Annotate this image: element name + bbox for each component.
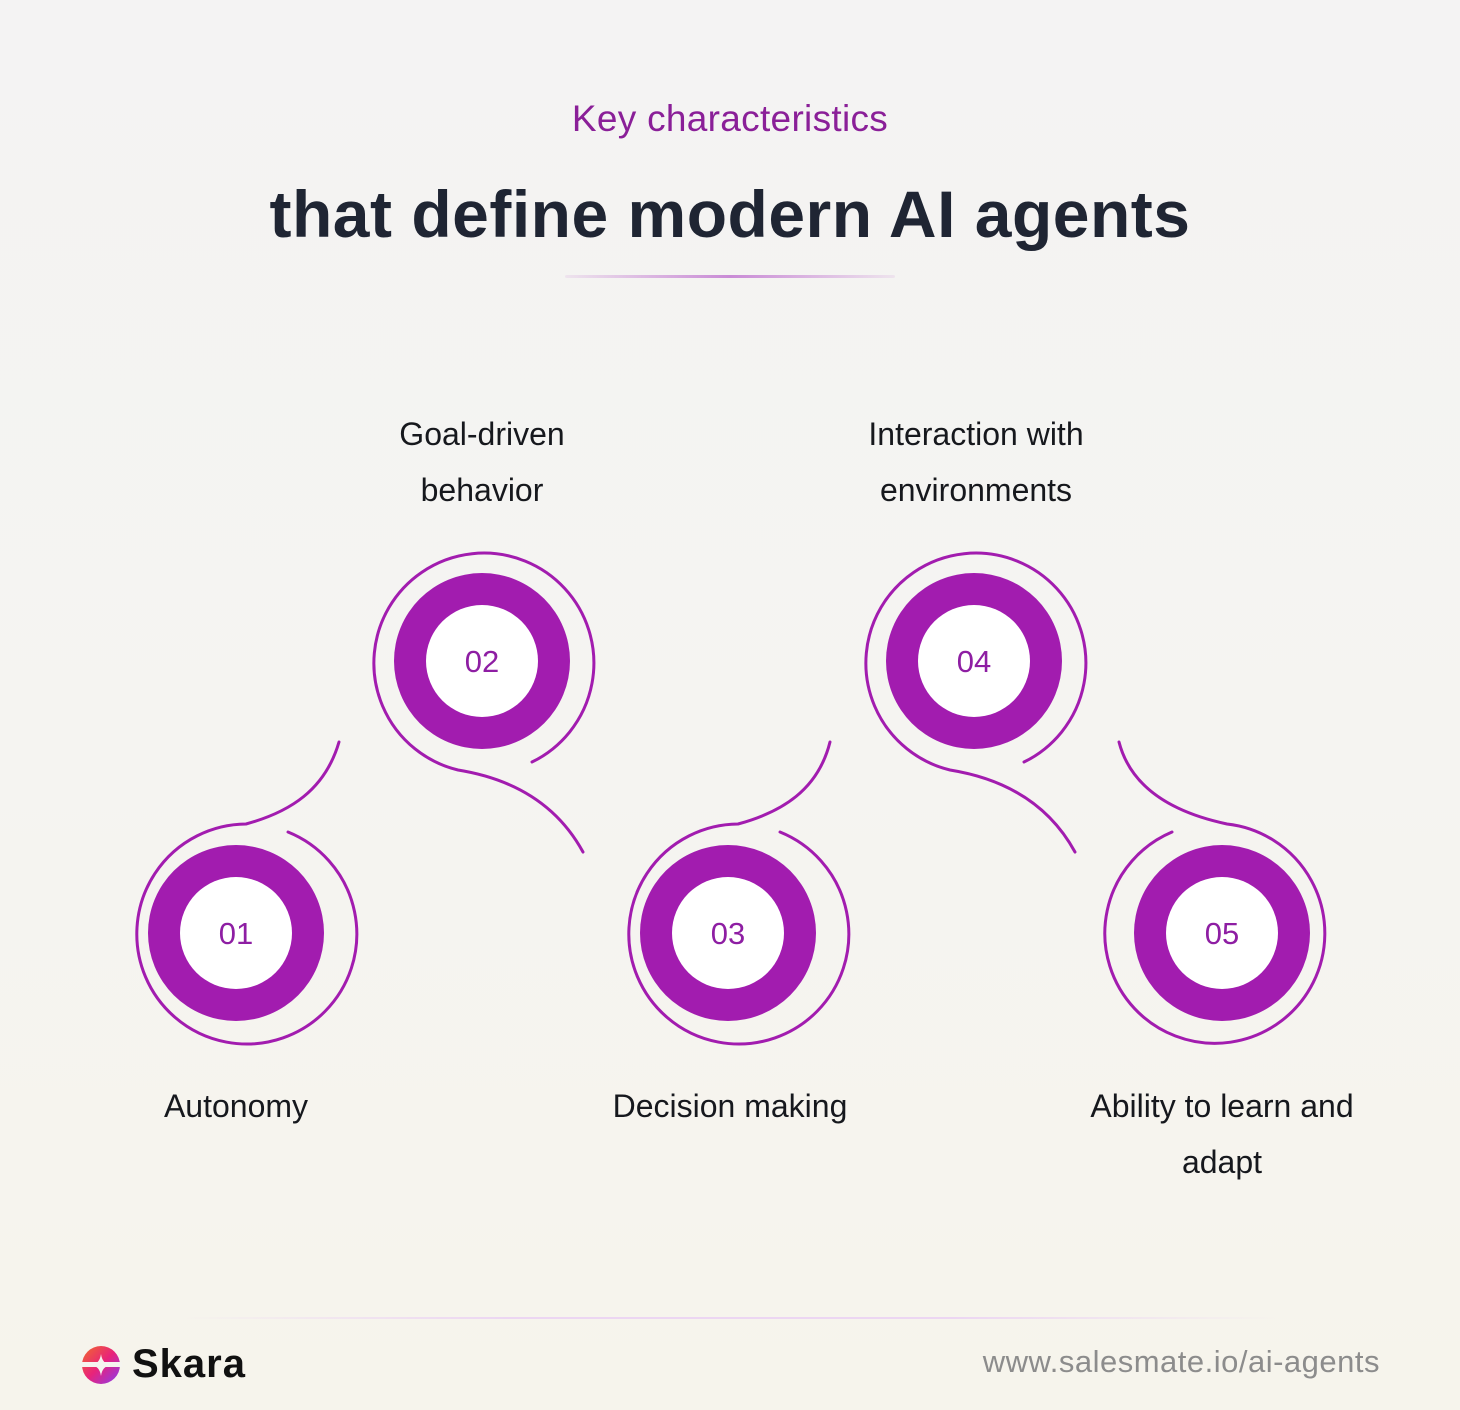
step-05-badge — [1134, 845, 1310, 1021]
subtitle: Key characteristics — [571, 98, 889, 139]
footer-divider — [180, 1317, 1280, 1319]
page-title: that define modern AI agents — [269, 177, 1191, 251]
connector-02 — [372, 551, 596, 854]
step-04-label: Interaction with environments — [868, 416, 1084, 508]
step-05-label: Ability to learn and adapt — [1090, 1088, 1354, 1180]
brand-name: Skara — [132, 1342, 246, 1386]
footer-url[interactable]: www.salesmate.io/ai-agents — [982, 1344, 1380, 1379]
connector-01 — [135, 740, 359, 1046]
step-02-number: 02 — [465, 644, 499, 679]
step-01-badge — [148, 845, 324, 1021]
step-01-number: 01 — [219, 916, 253, 951]
step-05-number: 05 — [1205, 916, 1239, 951]
step-02-label: Goal-driven behavior — [399, 416, 565, 508]
step-04-badge — [886, 573, 1062, 749]
title-underline — [565, 275, 895, 278]
brand-logo: Skara — [80, 1342, 246, 1387]
connector-05 — [1103, 740, 1327, 1045]
step-04-number: 04 — [957, 644, 991, 679]
connector-03 — [627, 740, 851, 1046]
step-01-label: Autonomy — [163, 1088, 309, 1124]
step-03-badge — [640, 845, 816, 1021]
step-03-number: 03 — [711, 916, 745, 951]
skara-logo-icon — [80, 1345, 122, 1384]
step-03-label: Decision making — [612, 1088, 848, 1124]
step-02-badge — [394, 573, 570, 749]
connector-04 — [864, 551, 1088, 854]
